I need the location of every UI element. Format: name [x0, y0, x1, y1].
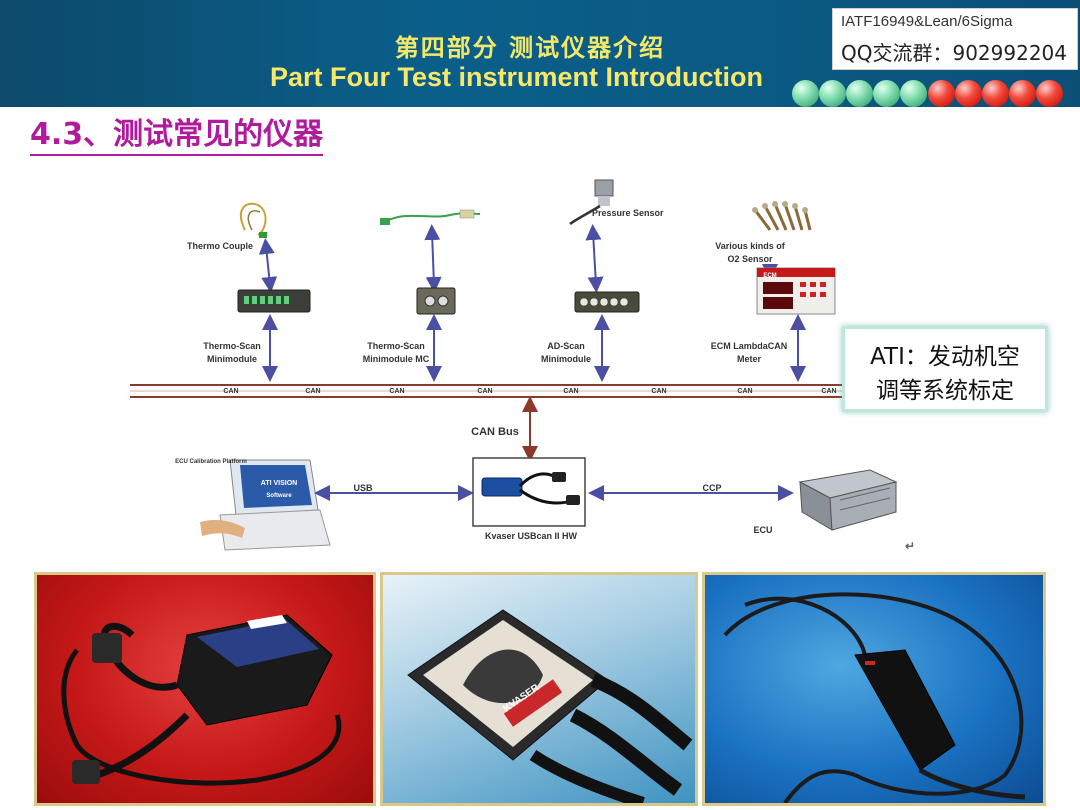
photo-kvaser-usb-device: [34, 572, 376, 806]
decorative-dots: [792, 80, 1072, 110]
label-can-bus: CAN Bus: [471, 426, 519, 438]
laptop-icon: [200, 459, 331, 551]
usb-cable-illustration: [723, 592, 1026, 803]
green-dot-icon: [900, 80, 927, 107]
kvaser-usbcan-icon: [472, 457, 586, 527]
label-module-2-line2: Minimodule MC: [362, 354, 430, 364]
photo-kvaser-pcmcia-card: KVASER: [380, 572, 698, 806]
can-tap-label: CAN: [305, 388, 321, 395]
can-tap-label: CAN: [223, 388, 239, 395]
red-dot-icon: [1009, 80, 1036, 107]
diagram-graphics: [130, 179, 898, 551]
label-module-4-line2: Meter: [736, 354, 761, 364]
slide-title-english: Part Four Test instrument Introduction: [270, 62, 764, 92]
paragraph-mark: ↵: [904, 539, 916, 553]
label-kvaser-usbcan: Kvaser USBcan II HW: [484, 531, 578, 541]
can-tap-label: CAN: [389, 388, 405, 395]
red-dot-icon: [1036, 80, 1063, 107]
ati-callout: ATI：发动机空 调等系统标定: [842, 326, 1048, 412]
green-dot-icon: [873, 80, 900, 107]
label-ecu-calibration-platform: ECU Calibration Platform: [175, 459, 247, 465]
label-module-1-line2: Minimodule: [207, 354, 257, 364]
label-o2-sensor-line2: O2 Sensor: [727, 254, 773, 264]
slide-title-chinese: 第四部分 测试仪器介绍: [394, 34, 666, 62]
pressure-sensor-icon: [569, 179, 614, 225]
can-tap-label: CAN: [737, 388, 753, 395]
red-dot-icon: [955, 80, 982, 107]
ati-callout-line1: ATI：发动机空: [870, 344, 1020, 370]
ad-scan-minimodule-icon: [574, 291, 640, 313]
green-dot-icon: [819, 80, 846, 107]
pcmcia-card-illustration: [407, 609, 693, 803]
label-usb: USB: [353, 483, 373, 493]
label-software: Software: [266, 493, 292, 499]
green-dot-icon: [792, 80, 819, 107]
label-pressure-sensor: Pressure Sensor: [592, 208, 664, 218]
thermo-couple-icon: [239, 202, 267, 238]
can-tap-label: CAN: [563, 388, 579, 395]
can-bus-line: [130, 384, 845, 398]
usb-device-illustration: [61, 614, 342, 786]
label-module-2-line1: Thermo-Scan: [367, 341, 425, 351]
label-thermo-couple: Thermo Couple: [186, 241, 253, 251]
label-ati-vision: ATI VISION: [260, 480, 298, 487]
label-module-3-line1: AD-Scan: [547, 341, 585, 351]
label-ccp: CCP: [702, 483, 722, 493]
thermo-scan-minimodule-icon: [237, 289, 311, 313]
green-dot-icon: [846, 80, 873, 107]
ecm-lambdacan-meter-icon: [756, 267, 836, 315]
watermark-line2: QQ交流群：902992204: [841, 41, 1068, 65]
can-network-diagram: Thermo Couple Pressure Sensor Various ki…: [30, 160, 1050, 560]
label-ecu: ECU: [753, 525, 773, 535]
photo-kvaser-usb-cable: [702, 572, 1046, 806]
label-o2-sensor-line1: Various kinds of: [715, 241, 785, 251]
section-title: 4.3、测试常见的仪器: [30, 116, 324, 156]
watermark-line1: IATF16949&Lean/6Sigma: [841, 13, 1013, 30]
can-tap-label: CAN: [477, 388, 493, 395]
label-module-3-line2: Minimodule: [541, 354, 591, 364]
red-dot-icon: [928, 80, 955, 107]
watermark-box: IATF16949&Lean/6Sigma QQ交流群：902992204: [832, 8, 1078, 70]
ati-callout-line2: 调等系统标定: [876, 378, 1014, 404]
can-tap-label: CAN: [821, 388, 837, 395]
can-tap-label: CAN: [651, 388, 667, 395]
o2-sensor-icon: [752, 201, 812, 231]
ecu-icon: [798, 469, 898, 531]
thermo-scan-mc-cable-icon: [380, 209, 481, 225]
red-dot-icon: [982, 80, 1009, 107]
label-module-1-line1: Thermo-Scan: [203, 341, 261, 351]
label-module-4-line1: ECM LambdaCAN: [710, 341, 788, 351]
label-ecm: ECM: [763, 273, 777, 279]
thermo-scan-minimodule-mc-icon: [416, 287, 456, 315]
